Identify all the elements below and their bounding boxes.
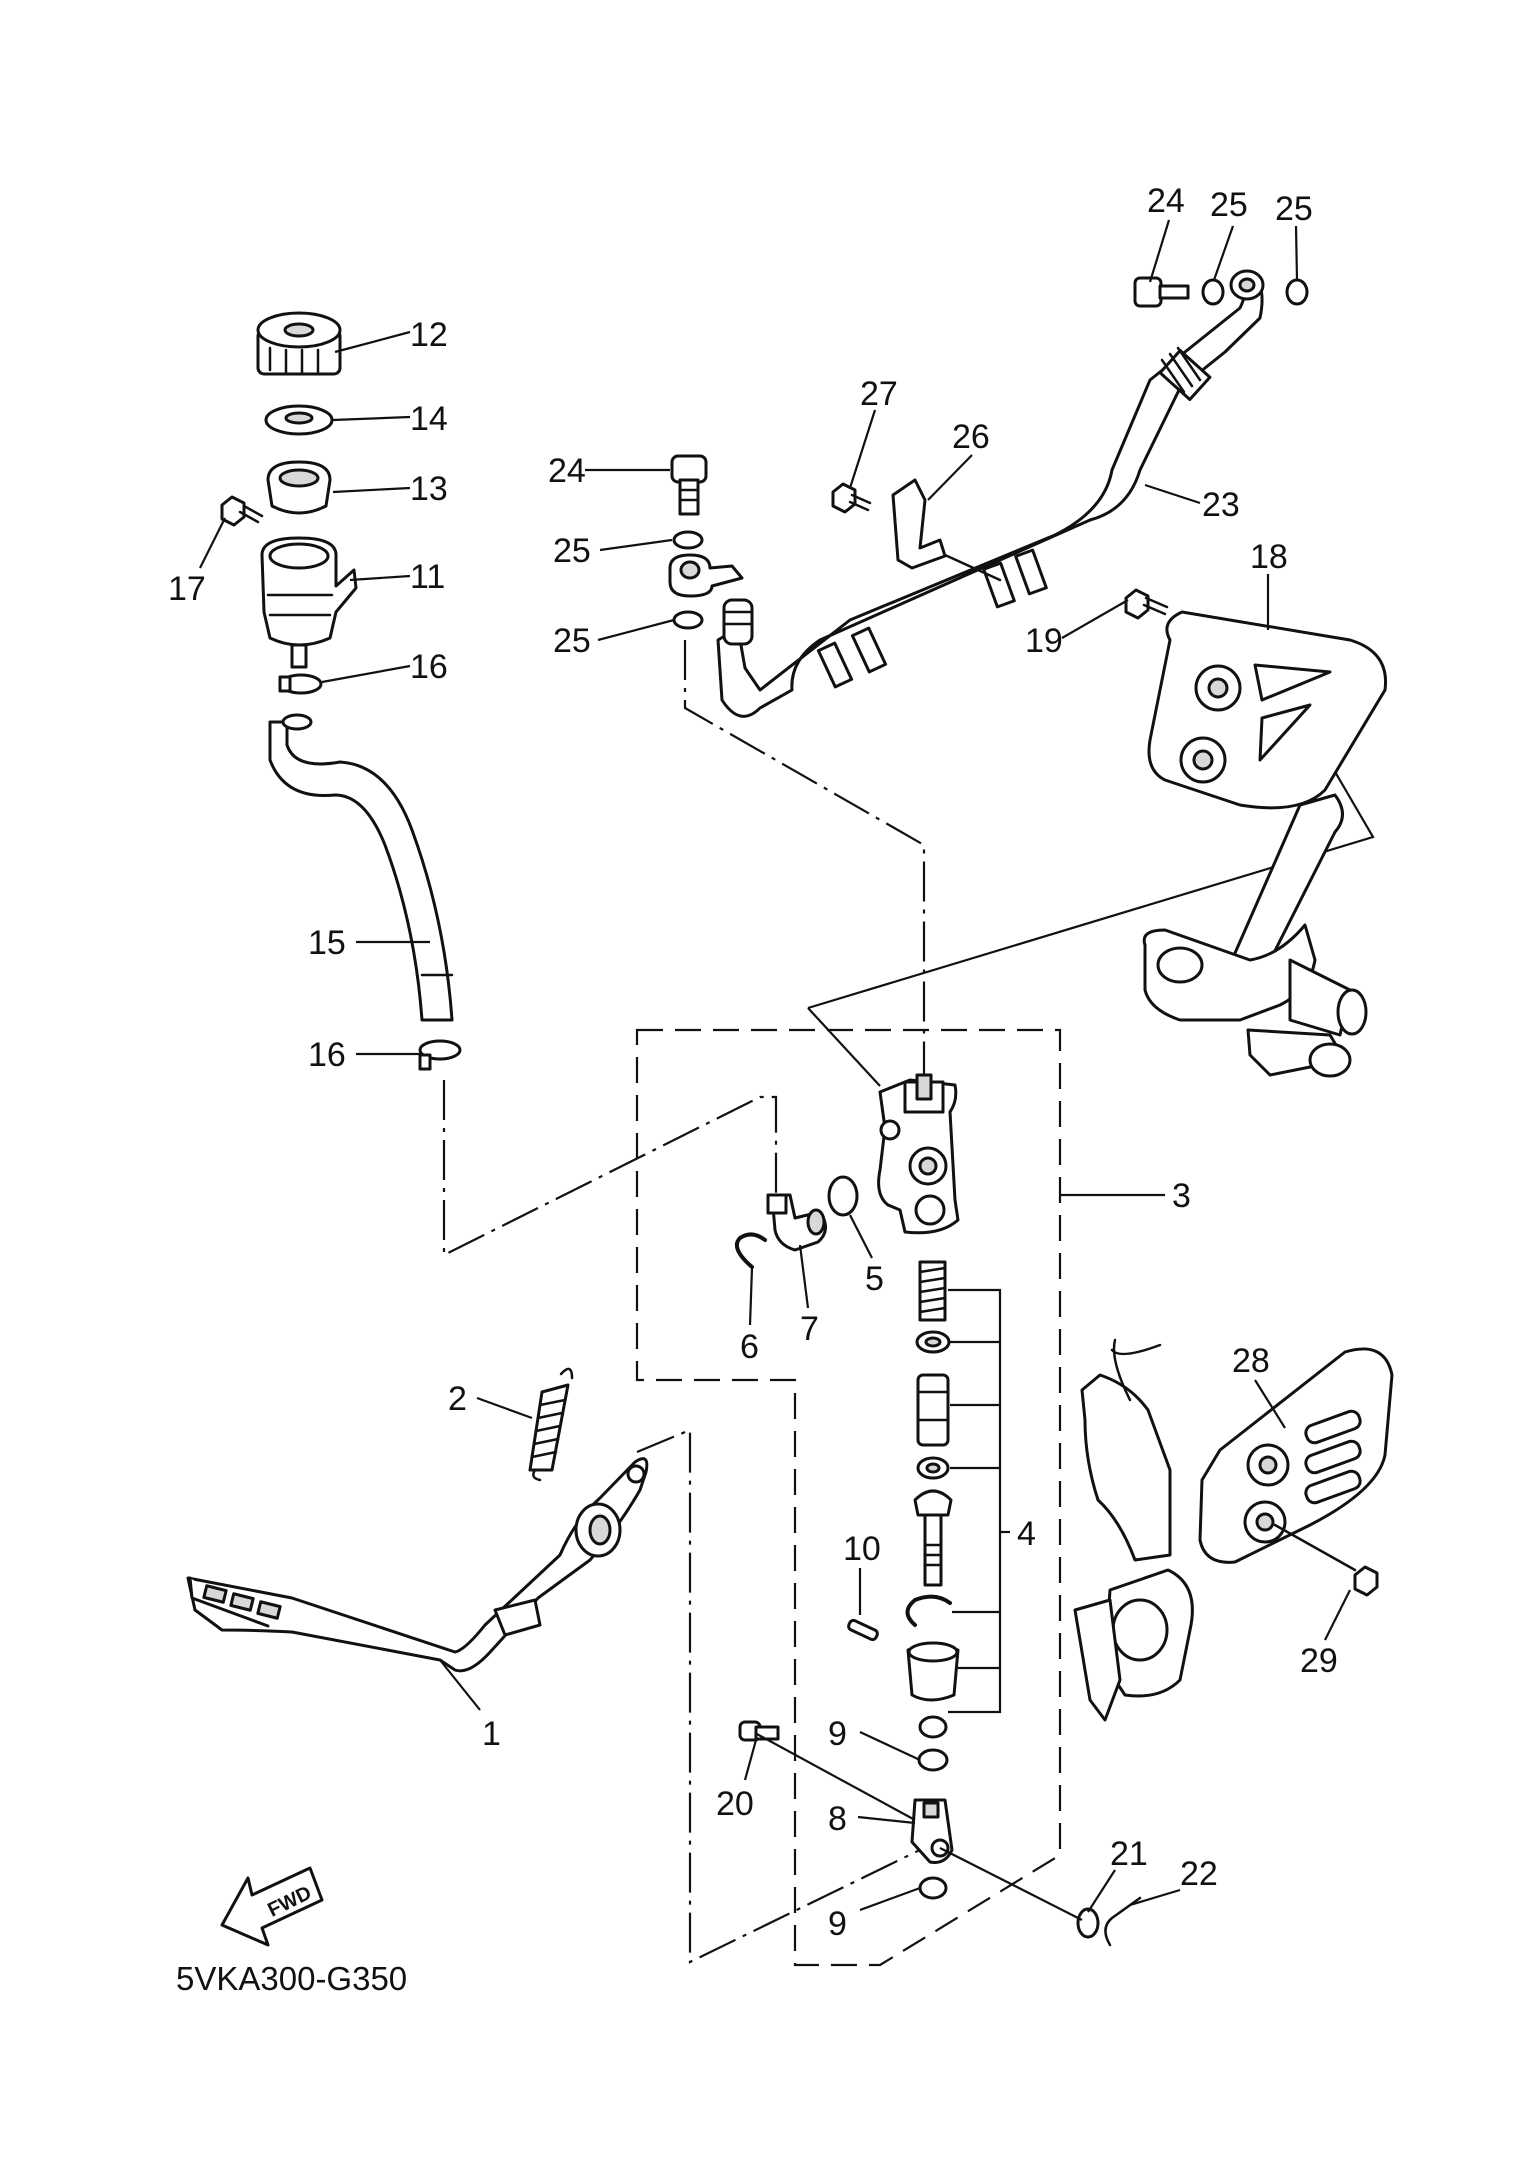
bolt-17	[220, 495, 264, 527]
callout-27: 27	[860, 375, 898, 413]
bolt-27	[831, 482, 872, 514]
circlip-6	[735, 1232, 767, 1269]
hose-clip-16-bottom	[418, 1039, 462, 1071]
leader-pin-20-link	[754, 1732, 916, 1821]
circlip-4	[905, 1594, 952, 1627]
callout-12: 12	[410, 316, 448, 354]
callout-22: 22	[1180, 1855, 1218, 1893]
spring-4	[918, 1260, 947, 1322]
callout-17: 17	[168, 570, 206, 608]
hose-clip-16-top	[278, 673, 323, 695]
hose-routing-line-top	[683, 640, 926, 1075]
hose-guide-26	[891, 478, 1002, 582]
callout-19: 19	[1025, 622, 1063, 660]
callout-20: 20	[716, 1785, 754, 1823]
callout-4: 4	[1017, 1515, 1036, 1553]
diaphragm-plate-14	[264, 404, 334, 436]
clevis-8	[910, 1798, 954, 1864]
callout-25-mid-top: 25	[553, 532, 591, 570]
cup-4a	[915, 1330, 951, 1354]
callout-8: 8	[828, 1800, 847, 1838]
callout-labels: 1 2 3 4 5 6 7 8 9 9 10 11 12 13 14 15 16…	[168, 182, 1338, 1943]
callout-9-bottom: 9	[828, 1905, 847, 1943]
pin-10	[847, 1618, 879, 1642]
callout-5: 5	[865, 1260, 884, 1298]
master-cylinder-body-3	[877, 1073, 960, 1235]
callout-16-bottom: 16	[308, 1036, 346, 1074]
bolt-19	[1124, 588, 1169, 620]
master-cylinder-assembly-box	[635, 1028, 1062, 1967]
heel-guard-28	[1198, 1347, 1394, 1564]
callout-2: 2	[448, 1380, 467, 1418]
callout-leaders	[199, 219, 1351, 1913]
callout-7: 7	[800, 1310, 819, 1348]
callout-6: 6	[740, 1328, 759, 1366]
diaphragm-13	[266, 460, 332, 515]
callout-1: 1	[482, 1715, 501, 1753]
brake-hose-23	[716, 269, 1265, 718]
callout-26: 26	[952, 418, 990, 456]
washer-25-top-left	[1201, 278, 1225, 306]
callout-11: 11	[410, 558, 445, 596]
nut-9-bottom	[918, 1876, 948, 1900]
union-bolt-24-mid	[670, 454, 708, 516]
frame-section-top	[1142, 793, 1368, 1078]
leader-washer-21-link	[939, 1847, 1083, 1921]
callout-28: 28	[1232, 1342, 1270, 1380]
callout-16-top: 16	[410, 648, 448, 686]
oring-5	[827, 1175, 859, 1217]
hose-routing-line-left	[442, 1080, 778, 1257]
washer-25-mid-bottom	[672, 610, 704, 630]
callout-10: 10	[843, 1530, 881, 1568]
callout-18: 18	[1250, 538, 1288, 576]
nut-9-top	[917, 1748, 949, 1772]
pushrod-4	[913, 1489, 953, 1587]
nut-4	[918, 1715, 948, 1739]
brake-pedal-1	[186, 1457, 649, 1673]
drawing-code: 5VKA300-G350	[176, 1960, 407, 1997]
cotter-pin-22	[1104, 1896, 1142, 1947]
washer-25-top-right	[1285, 278, 1309, 306]
reservoir-hose-15	[268, 713, 454, 1022]
callout-25-top-right: 25	[1275, 190, 1313, 228]
callout-15: 15	[308, 924, 346, 962]
callout-23: 23	[1202, 486, 1240, 524]
callout-14: 14	[410, 400, 448, 438]
pin-20	[738, 1720, 780, 1742]
bolt-29	[1273, 1523, 1379, 1597]
reservoir-tank-11	[260, 536, 358, 669]
boot-4	[906, 1641, 960, 1702]
washer-21	[1076, 1907, 1100, 1939]
bracket-mount-line-2	[807, 1007, 881, 1087]
forward-direction-arrow: FWD	[220, 1866, 324, 1947]
callout-25-mid-bottom: 25	[553, 622, 591, 660]
callout-29: 29	[1300, 1642, 1338, 1680]
callout-13: 13	[410, 470, 448, 508]
washer-25-mid-top	[672, 530, 704, 550]
fitting-7	[766, 1193, 827, 1252]
reservoir-cap-12	[256, 311, 342, 376]
cup-4b	[916, 1456, 950, 1480]
frame-section-bottom	[1073, 1338, 1194, 1722]
piston-4	[916, 1373, 950, 1447]
callout-24-mid: 24	[548, 452, 586, 490]
callout-24-top: 24	[1147, 182, 1185, 220]
callout-21: 21	[1110, 1835, 1148, 1873]
union-bolt-24-top	[1133, 276, 1190, 308]
pedal-routing-line	[636, 1428, 931, 1964]
return-spring-2	[528, 1367, 574, 1482]
bracket-18	[1147, 610, 1388, 810]
callout-25-top-left: 25	[1210, 186, 1248, 224]
callout-3: 3	[1172, 1177, 1191, 1215]
hose-fitting-top	[668, 553, 744, 598]
callout-9-top: 9	[828, 1715, 847, 1753]
